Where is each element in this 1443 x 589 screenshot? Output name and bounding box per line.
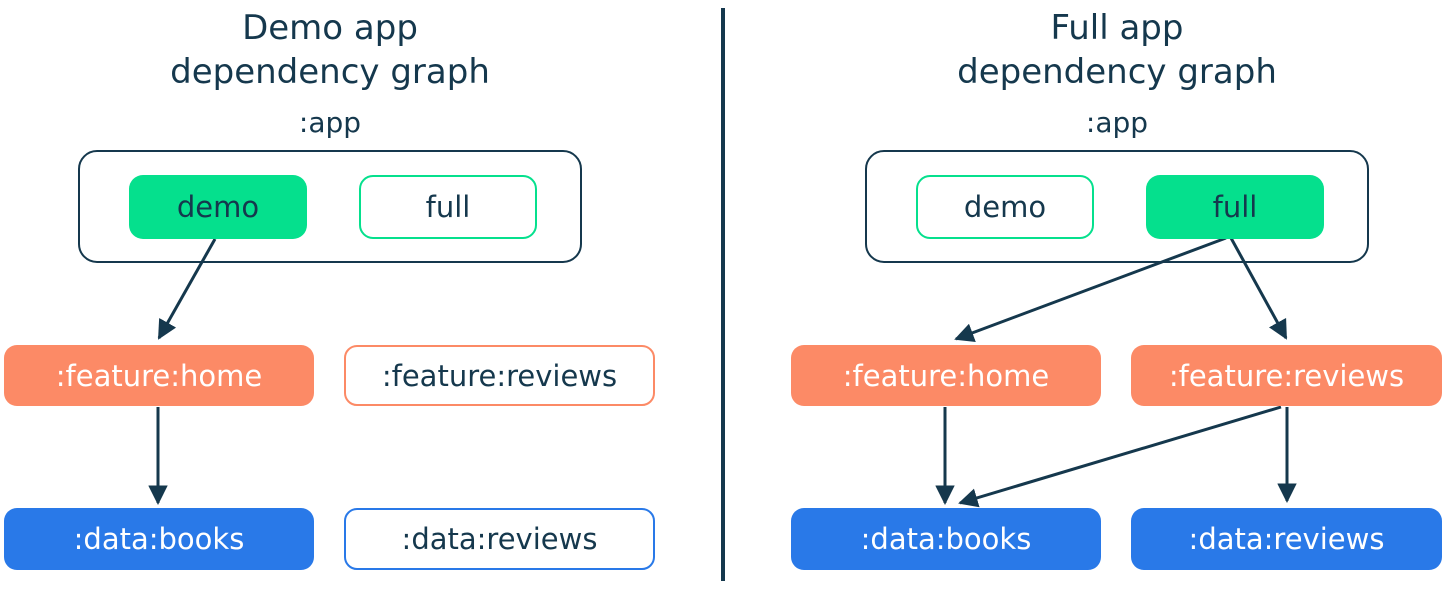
module-node-feature-reviews: :feature:reviews — [1131, 345, 1442, 406]
module-node-feature-home: :feature:home — [791, 345, 1101, 406]
panel-title-line1: Full app — [1050, 8, 1184, 48]
module-label: :feature:home — [55, 358, 263, 393]
app-module-label: :app — [298, 106, 362, 139]
panel-title-line1: Demo app — [242, 8, 418, 48]
full-app-panel: Full app dependency graph :app demo full… — [787, 0, 1443, 589]
panel-title: Full app dependency graph — [787, 6, 1443, 94]
panel-title-line2: dependency graph — [957, 52, 1277, 92]
module-label: :feature:reviews — [381, 358, 618, 393]
module-label: :data:reviews — [1188, 522, 1385, 556]
variant-node-full: full — [359, 175, 537, 239]
module-label: :feature:reviews — [1168, 358, 1405, 393]
demo-app-panel: Demo app dependency graph :app demo full… — [0, 0, 660, 589]
app-module-box: demo full — [865, 150, 1369, 263]
module-node-data-books: :data:books — [4, 508, 314, 570]
variant-node-demo: demo — [916, 175, 1094, 239]
module-node-data-reviews: :data:reviews — [1131, 508, 1442, 570]
module-node-data-books: :data:books — [791, 508, 1101, 570]
module-node-data-reviews: :data:reviews — [344, 508, 655, 570]
app-module-label: :app — [1085, 106, 1149, 139]
variant-label: demo — [963, 190, 1047, 224]
panel-divider — [721, 8, 725, 581]
module-node-feature-reviews: :feature:reviews — [344, 345, 655, 406]
variant-node-demo: demo — [129, 175, 307, 239]
variant-label: full — [425, 190, 471, 224]
module-label: :data:reviews — [401, 522, 598, 556]
module-label: :feature:home — [842, 358, 1050, 393]
module-label: :data:books — [860, 522, 1032, 556]
app-module-box: demo full — [78, 150, 582, 263]
panel-title-line2: dependency graph — [170, 52, 490, 92]
variant-node-full: full — [1146, 175, 1324, 239]
module-label: :data:books — [73, 522, 245, 556]
module-node-feature-home: :feature:home — [4, 345, 314, 406]
variant-label: demo — [176, 190, 260, 224]
variant-label: full — [1212, 190, 1258, 224]
panel-title: Demo app dependency graph — [0, 6, 660, 94]
